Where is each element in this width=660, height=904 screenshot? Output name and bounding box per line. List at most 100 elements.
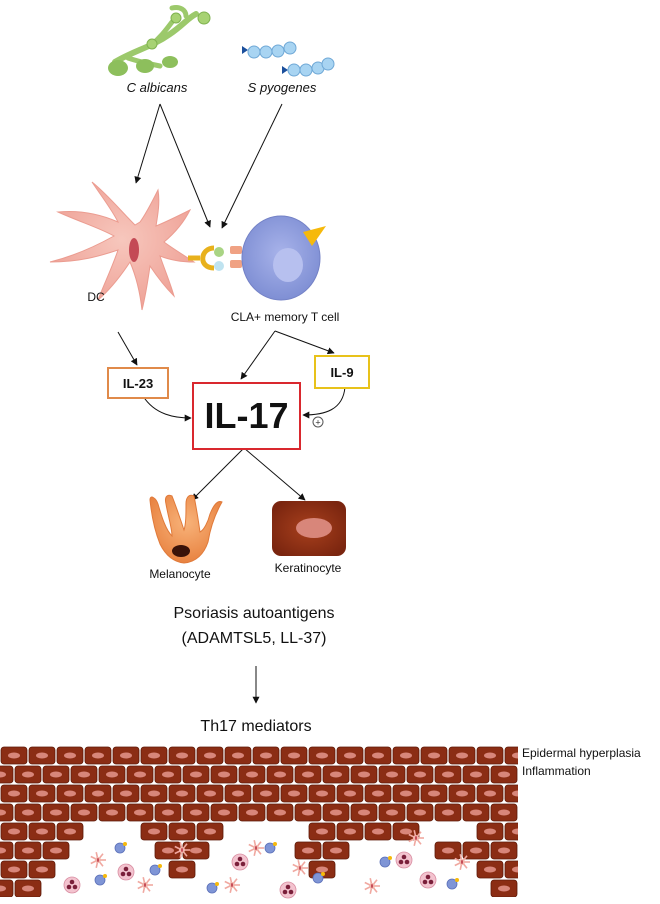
lymphocyte-marker: [215, 882, 219, 886]
neutrophil-lobe: [404, 859, 410, 865]
dendritic-infiltrate-icon: [224, 877, 240, 893]
brick-nucleus: [8, 752, 20, 759]
brick-nucleus: [302, 771, 314, 778]
dendritic-cell-icon: [49, 181, 196, 311]
outcome-hyperplasia: Epidermal hyperplasia: [522, 746, 641, 760]
brick-nucleus: [498, 809, 510, 816]
arrow-il17-to-melanocyte: [191, 447, 245, 501]
lymphocyte-icon: [114, 842, 126, 854]
arrow-tcell-to-il9: [274, 330, 335, 355]
brick-nucleus: [0, 885, 6, 892]
dc-label: DC: [87, 290, 105, 304]
neutrophil-icon: [231, 853, 249, 871]
neutrophil-icon: [117, 863, 135, 881]
neutrophil-lobe: [72, 884, 78, 890]
keratinocyte-brick: [519, 842, 545, 859]
arrow-strep-to-tcell: [221, 103, 283, 229]
brick-nucleus: [92, 752, 104, 759]
lymphocyte-icon: [446, 878, 458, 890]
brick-nucleus: [50, 809, 62, 816]
candida-label: C albicans: [126, 80, 188, 95]
brick-nucleus: [260, 790, 272, 797]
brick-nucleus: [64, 790, 76, 797]
brick-nucleus: [176, 866, 188, 873]
brick-nucleus: [0, 847, 6, 854]
neutrophil-lobe: [282, 889, 288, 895]
neutrophil-lobe: [240, 861, 246, 867]
brick-nucleus: [22, 809, 34, 816]
brick-nucleus: [316, 828, 328, 835]
brick-nucleus: [302, 809, 314, 816]
neutrophil-lobe: [428, 879, 434, 885]
brick-nucleus: [190, 809, 202, 816]
neutrophil-icon: [63, 876, 81, 894]
brick-nucleus: [442, 809, 454, 816]
brick-nucleus: [22, 885, 34, 892]
brick-nucleus: [400, 752, 412, 759]
brick-nucleus: [22, 847, 34, 854]
neutrophil-lobe: [69, 879, 75, 885]
lymphocyte-icon: [379, 856, 391, 868]
neutrophil-lobe: [237, 856, 243, 862]
brick-nucleus: [204, 752, 216, 759]
brick-nucleus: [470, 771, 482, 778]
arrow-tcell-to-il17: [240, 330, 276, 380]
brick-nucleus: [204, 790, 216, 797]
brick-nucleus: [372, 828, 384, 835]
brick-nucleus: [64, 828, 76, 835]
brick-nucleus: [22, 771, 34, 778]
neutrophil-lobe: [401, 854, 407, 860]
brick-nucleus: [176, 790, 188, 797]
lymphocyte-icon: [312, 872, 324, 884]
lymphocyte-icon: [94, 874, 106, 886]
brick-nucleus: [274, 771, 286, 778]
brick-nucleus: [274, 809, 286, 816]
keratinocyte-label: Keratinocyte: [274, 561, 342, 575]
brick-nucleus: [330, 771, 342, 778]
arrow-il23-to-il17: [142, 395, 192, 422]
outcome-inflammation: Inflammation: [522, 764, 591, 778]
keratinocyte-brick: [504, 822, 518, 841]
antigen-presentation-icon: [188, 245, 242, 271]
brick-nucleus: [36, 866, 48, 873]
keratinocyte-brick: [504, 860, 518, 879]
brick-nucleus: [512, 790, 518, 797]
keratinocyte-brick: [519, 880, 545, 897]
brick-nucleus: [8, 828, 20, 835]
brick-nucleus: [512, 752, 518, 759]
brick-nucleus: [316, 866, 328, 873]
brick-nucleus: [400, 790, 412, 797]
neutrophil-lobe: [120, 871, 126, 877]
brick-nucleus: [36, 752, 48, 759]
brick-nucleus: [50, 771, 62, 778]
brick-nucleus: [498, 847, 510, 854]
brick-nucleus: [288, 790, 300, 797]
brick-nucleus: [232, 790, 244, 797]
brick-nucleus: [162, 771, 174, 778]
brick-nucleus: [372, 752, 384, 759]
brick-nucleus: [176, 828, 188, 835]
brick-nucleus: [428, 790, 440, 797]
dendritic-infiltrate-icon: [248, 840, 264, 856]
brick-nucleus: [344, 752, 356, 759]
brick-nucleus: [78, 771, 90, 778]
neutrophil-lobe: [66, 884, 72, 890]
epidermis-tissue: [0, 746, 545, 897]
melanocyte-label: Melanocyte: [149, 567, 211, 581]
brick-nucleus: [92, 790, 104, 797]
arrow-dc-to-il23: [117, 331, 138, 366]
lymphocyte-marker: [103, 874, 107, 878]
neutrophil-lobe: [288, 889, 294, 895]
arrow-il9-to-il17: [302, 386, 346, 419]
brick-nucleus: [330, 809, 342, 816]
brick-nucleus: [484, 828, 496, 835]
dendritic-infiltrate-icon: [137, 877, 153, 893]
brick-nucleus: [456, 790, 468, 797]
lymphocyte-marker: [388, 856, 392, 860]
brick-nucleus: [498, 885, 510, 892]
brick-nucleus: [442, 847, 454, 854]
brick-nucleus: [36, 828, 48, 835]
arrow-il17-to-keratinocyte: [243, 447, 306, 501]
brick-nucleus: [204, 828, 216, 835]
keratinocyte-icon: [272, 501, 346, 556]
